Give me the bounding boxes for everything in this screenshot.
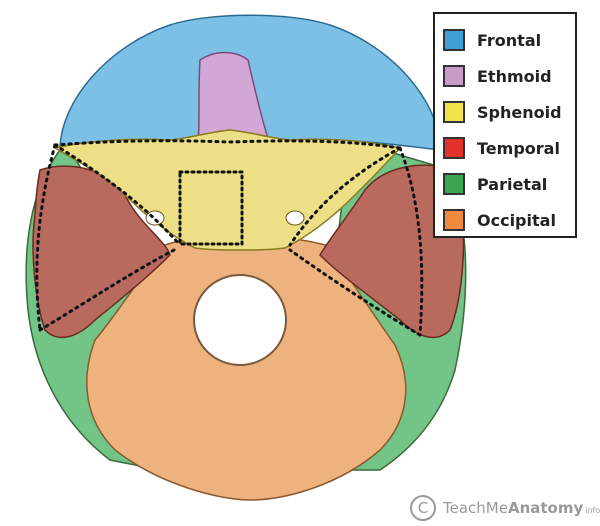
legend-label: Occipital [477,210,556,230]
legend-item-frontal: Frontal [443,22,575,58]
legend-swatch [443,173,465,195]
legend-label: Ethmoid [477,66,552,86]
cranial-fossa-boundary-left [35,143,182,332]
legend-swatch [443,29,465,51]
cranial-fossa-boundary-anterior [53,139,402,150]
legend-item-ethmoid: Ethmoid [443,58,575,94]
legend-swatch [443,101,465,123]
legend-item-sphenoid: Sphenoid [443,94,575,130]
foramen-right [285,210,305,226]
legend-label: Temporal [477,138,560,158]
foramen-magnum [193,274,287,366]
legend: Frontal Ethmoid Sphenoid Temporal Pariet… [433,12,577,238]
legend-item-occipital: Occipital [443,202,575,238]
sella-turcica [178,170,244,246]
foramen-left [145,210,165,226]
legend-label: Sphenoid [477,102,562,122]
watermark-brand-part2: Anatomy [507,499,584,517]
watermark-brand-part1: TeachMe [443,499,508,517]
legend-label: Parietal [477,174,548,194]
legend-item-parietal: Parietal [443,166,575,202]
watermark-suffix: info [585,506,600,515]
legend-swatch [443,65,465,87]
cranial-fossa-boundary-right [288,146,424,337]
copyright-icon: C [410,495,436,521]
legend-swatch [443,137,465,159]
watermark: C TeachMe Anatomy info [410,492,600,524]
legend-swatch [443,209,465,231]
legend-item-temporal: Temporal [443,130,575,166]
legend-label: Frontal [477,30,542,50]
